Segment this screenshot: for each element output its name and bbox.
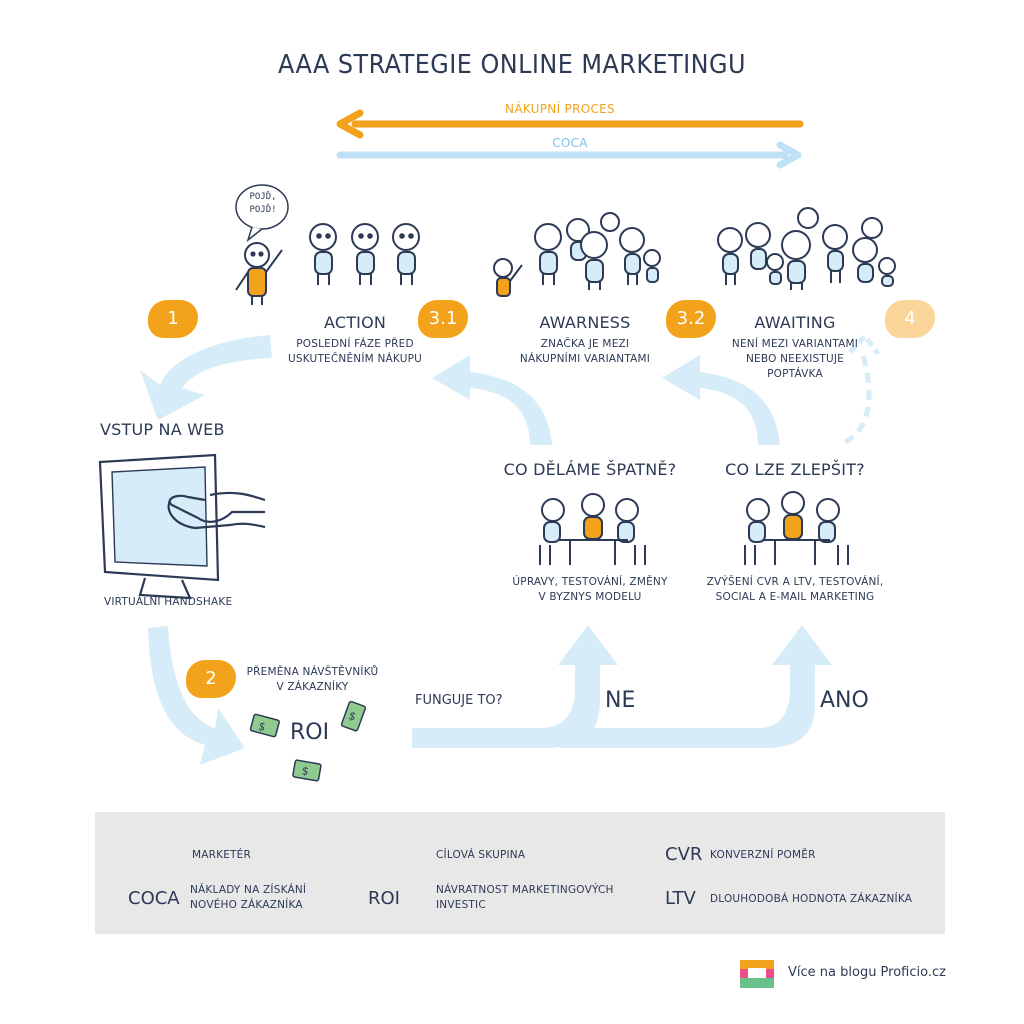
step-badge-1: 1 (148, 300, 198, 338)
stage-awarness-desc-line-2: NÁKUPNÍMI VARIANTAMI (519, 353, 651, 365)
decision-yes: ANO (820, 688, 869, 713)
legend-coca-abbr: COCA (128, 888, 180, 909)
conversion-text-line-1: PŘEMĚNA NÁVŠTĚVNÍKŮ (246, 666, 379, 678)
web-entry-caption: VIRTUÁLNÍ HANDSHAKE (104, 596, 233, 608)
stage-awarness-title: AWARNESS (539, 313, 631, 332)
decision-no: NE (605, 688, 636, 713)
stage-awarness-desc-line-1: ZNAČKA JE MEZI (540, 338, 630, 350)
wrong-desc-line-1: ÚPRAVY, TESTOVÁNÍ, ZMĚNY (512, 576, 668, 588)
improve-desc-line-2: SOCIAL A E-MAIL MARKETING (715, 591, 875, 603)
proficio-logo (740, 960, 774, 988)
legend-roi-desc-line-1: NÁVRATNOST MARKETINGOVÝCH (436, 884, 614, 896)
legend-coca-desc: NÁKLADY NA ZÍSKÁNÍ NOVÉHO ZÁKAZNÍKA (190, 883, 306, 913)
wrong-title: CO DĚLÁME ŠPATNĚ? (503, 460, 677, 479)
stage-action-desc: POSLEDNÍ FÁZE PŘED USKUTEČNĚNÍM NÁKUPU (280, 337, 430, 367)
meeting-illustration-improve (744, 491, 849, 565)
wrong-desc-line-2: V BYZNYS MODELU (538, 591, 642, 603)
legend-target-group-label: CÍLOVÁ SKUPINA (436, 849, 526, 861)
action-group-figures (309, 223, 420, 285)
speech-bubble-text: POJĎ, POJĎ! (238, 191, 288, 217)
money-bills-illustration: $ $ $ (249, 700, 367, 782)
legend-marketer-label: MARKETÉR (192, 849, 252, 861)
step-badge-3-2: 3.2 (666, 300, 716, 338)
improve-title: CO LZE ZLEPŠIT? (725, 460, 865, 479)
long-arrow-funguje (412, 625, 618, 748)
stage-awaiting-desc: NENÍ MEZI VARIANTAMI NEBO NEEXISTUJE POP… (715, 337, 875, 382)
stage-action-desc-line-2: USKUTEČNĚNÍM NÁKUPU (288, 353, 422, 365)
svg-text:$: $ (257, 720, 267, 734)
curve-arrow-web-to-roi (148, 626, 245, 765)
conversion-text: PŘEMĚNA NÁVŠTĚVNÍKŮ V ZÁKAZNÍKY (245, 665, 380, 695)
stage-awaiting-desc-line-2: NEBO NEEXISTUJE (745, 353, 845, 365)
stage-awaiting-title: AWAITING (754, 313, 836, 332)
page-title: AAA STRATEGIE ONLINE MARKETINGU (277, 50, 746, 80)
legend-roi-desc-line-2: INVESTIC (436, 899, 486, 911)
decision-question: FUNGUJE TO? (415, 693, 503, 708)
coca-arrow (336, 141, 802, 169)
awaiting-group-figures (717, 207, 896, 290)
meeting-illustration-wrong (539, 493, 646, 565)
curve-arrow-action-to-web (140, 335, 272, 420)
step-badge-4: 4 (885, 300, 935, 338)
web-entry-title: VSTUP NA WEB (100, 420, 225, 439)
legend-coca-desc-line-2: NOVÉHO ZÁKAZNÍKA (190, 899, 303, 911)
speech-line-2: POJĎ! (249, 205, 277, 215)
legend-ltv-desc: DLOUHODOBÁ HODNOTA ZÁKAZNÍKA (710, 893, 913, 905)
stage-action-desc-line-1: POSLEDNÍ FÁZE PŘED (296, 338, 414, 350)
legend-roi-desc: NÁVRATNOST MARKETINGOVÝCH INVESTIC (436, 883, 614, 913)
stage-action-title: ACTION (323, 313, 387, 332)
long-arrow-ano (560, 625, 832, 748)
curve-arrow-wrong-to-action (432, 355, 552, 445)
speech-line-1: POJĎ, (249, 192, 277, 202)
curve-arrow-improve-to-awarness (662, 355, 780, 445)
improve-desc-line-1: ZVÝŠENÍ CVR A LTV, TESTOVÁNÍ, (706, 576, 884, 588)
roi-label: ROI (290, 720, 330, 745)
purchase-process-arrow (336, 109, 804, 139)
marketer-figure (235, 242, 283, 305)
svg-text:$: $ (301, 764, 310, 778)
dashed-arrow-to-awaiting (843, 351, 872, 445)
step-badge-3-1: 3.1 (418, 300, 468, 338)
conversion-text-line-2: V ZÁKAZNÍKY (276, 681, 349, 693)
stage-awaiting-desc-line-1: NENÍ MEZI VARIANTAMI (731, 338, 859, 350)
stage-awaiting-desc-line-3: POPTÁVKA (767, 368, 823, 380)
legend-cvr-abbr: CVR (665, 844, 703, 865)
stage-awarness-desc: ZNAČKA JE MEZI NÁKUPNÍMI VARIANTAMI (505, 337, 665, 367)
legend-roi-abbr: ROI (368, 888, 400, 909)
improve-desc: ZVÝŠENÍ CVR A LTV, TESTOVÁNÍ, SOCIAL A E… (695, 575, 895, 605)
svg-text:$: $ (347, 709, 358, 724)
legend-panel (95, 812, 945, 934)
blog-link[interactable]: Více na blogu Proficio.cz (788, 965, 946, 980)
coca-label: COCA (552, 136, 588, 150)
legend-ltv-abbr: LTV (665, 888, 696, 909)
legend-coca-desc-line-1: NÁKLADY NA ZÍSKÁNÍ (190, 884, 307, 896)
awarness-group-figures (493, 212, 661, 297)
purchase-process-label: NÁKUPNÍ PROCES (505, 102, 615, 116)
legend-cvr-desc: KONVERZNÍ POMĚR (710, 849, 816, 861)
wrong-desc: ÚPRAVY, TESTOVÁNÍ, ZMĚNY V BYZNYS MODELU (490, 575, 690, 605)
step-badge-2: 2 (186, 660, 236, 698)
monitor-handshake-illustration (98, 453, 266, 600)
